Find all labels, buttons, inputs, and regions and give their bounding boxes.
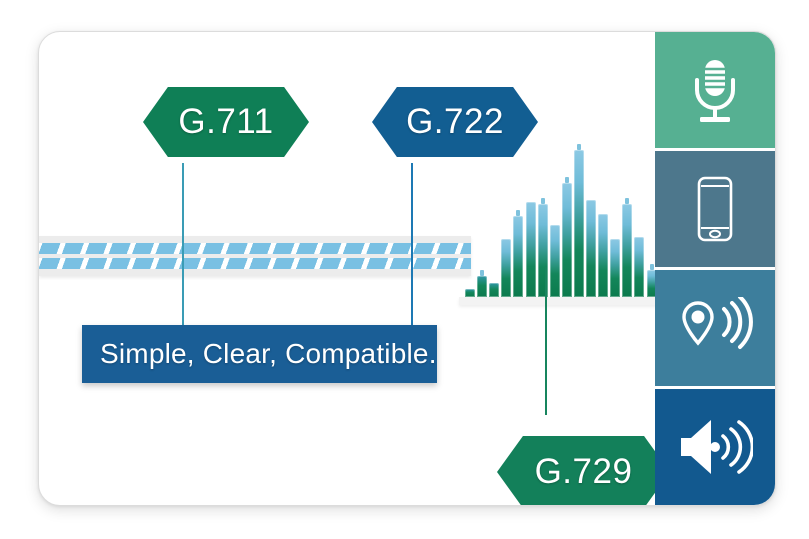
connector-g722 (411, 132, 413, 358)
waveform-bar (598, 213, 609, 297)
waveform-bar (549, 225, 560, 297)
waveform-bar (489, 283, 500, 297)
waveform-bar (537, 198, 548, 297)
badge-g729-fill: G.729 (497, 436, 670, 505)
location-signal-icon (676, 297, 754, 359)
location-signal-tile[interactable] (655, 270, 775, 389)
waveform-bar (646, 263, 657, 297)
striped-ribbon (39, 232, 775, 280)
waveform-bar (477, 269, 488, 297)
ribbon-stripe-row-top (39, 243, 471, 254)
waveform-baseline (459, 297, 669, 305)
badge-g711-fill: G.711 (143, 87, 309, 157)
badge-g722[interactable]: G.722 (366, 81, 544, 163)
waveform-bar (561, 176, 572, 297)
waveform-bar (501, 238, 512, 297)
waveform-bar (610, 238, 621, 297)
waveform-bar (573, 143, 584, 297)
waveform-bar (513, 209, 524, 297)
waveform-bar-cap (516, 209, 521, 216)
tagline-banner: Simple, Clear, Compatible. (82, 325, 437, 383)
tagline-text: Simple, Clear, Compatible. (100, 338, 437, 369)
badge-g722-fill: G.722 (372, 87, 538, 157)
waveform-bar-cap (625, 198, 630, 204)
waveform-bar-cap (564, 176, 569, 183)
ribbon-band (39, 236, 471, 276)
mobile-device-tile[interactable] (655, 151, 775, 270)
badge-g711-label: G.711 (178, 102, 274, 141)
badge-g729[interactable]: G.729 (491, 430, 676, 505)
microphone-icon (687, 56, 743, 124)
waveform-bar (634, 236, 645, 297)
connector-g711 (182, 132, 184, 358)
waveform-bar-cap (540, 198, 545, 204)
waveform-bar (465, 289, 475, 297)
smartphone-icon (693, 174, 737, 244)
waveform-bar (525, 202, 536, 297)
voice-capture-tile[interactable] (655, 32, 775, 151)
audio-waveform (459, 142, 669, 305)
icon-rail (655, 32, 775, 505)
audio-output-tile[interactable] (655, 389, 775, 505)
waveform-bar-cap (649, 263, 654, 270)
speaker-volume-icon (677, 416, 753, 478)
connector-g729 (545, 267, 547, 415)
badge-g711[interactable]: G.711 (137, 81, 315, 163)
waveform-bar (586, 200, 596, 297)
waveform-bar-cap (480, 269, 485, 276)
waveform-bar (622, 198, 633, 297)
ribbon-stripes (39, 243, 471, 270)
waveform-bar-cap (576, 143, 581, 150)
ribbon-stripe-row-bottom (39, 258, 471, 269)
badge-g729-label: G.729 (534, 452, 633, 491)
badge-g722-label: G.722 (406, 102, 504, 141)
